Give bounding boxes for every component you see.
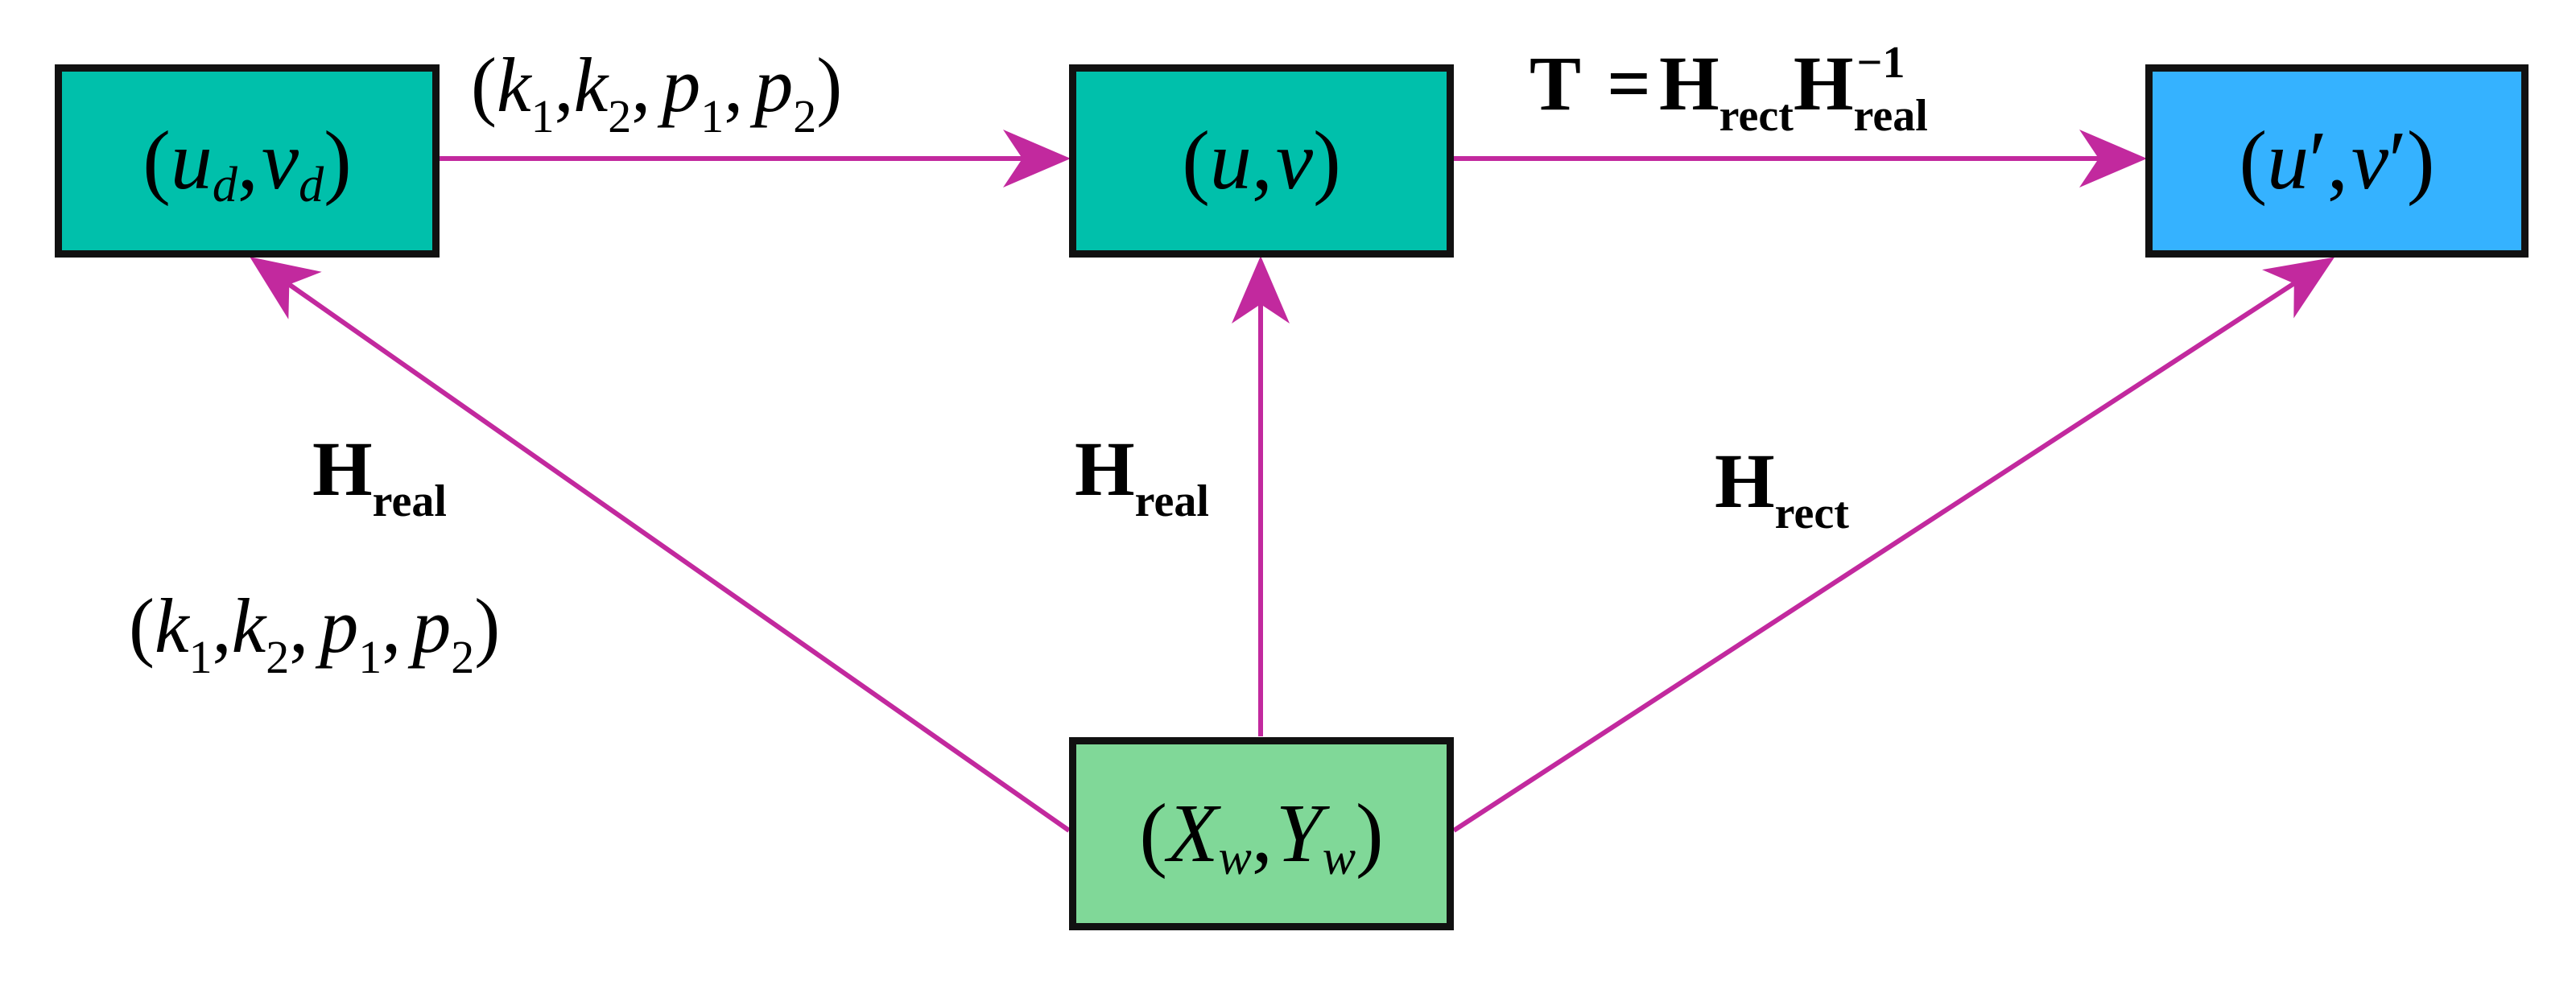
var-k: k bbox=[154, 583, 189, 669]
subscript-w: w bbox=[1322, 831, 1356, 885]
subscript-real: real bbox=[1853, 91, 1928, 141]
var-H: H bbox=[312, 426, 373, 512]
var-H: H bbox=[1715, 438, 1775, 524]
subscript-2: 2 bbox=[793, 90, 817, 142]
var-v: v bbox=[2351, 114, 2389, 207]
subscript-real: real bbox=[1134, 476, 1209, 526]
var-H: H bbox=[1659, 40, 1719, 126]
label-h-real-mid: Hreal bbox=[1075, 431, 1209, 525]
var-p: p bbox=[662, 42, 701, 128]
var-p: p bbox=[754, 42, 794, 128]
arrow-world-to-rectified bbox=[1452, 257, 2335, 833]
close-paren: ) bbox=[324, 114, 352, 207]
node-rectified-coords: ( u ′ , v ′ ) bbox=[2145, 64, 2529, 258]
var-T: T bbox=[1530, 40, 1580, 126]
close-paren: ) bbox=[816, 42, 843, 128]
comma: , bbox=[1251, 114, 1273, 207]
subscript-real: real bbox=[372, 476, 447, 526]
open-paren: ( bbox=[1139, 787, 1167, 880]
subscript-1: 1 bbox=[358, 631, 382, 683]
var-X: X bbox=[1166, 787, 1219, 880]
subscript-1: 1 bbox=[530, 90, 555, 142]
var-p: p bbox=[412, 583, 452, 669]
close-paren: ) bbox=[1356, 787, 1384, 880]
comma: , bbox=[382, 583, 402, 669]
prime-mark: ′ bbox=[2388, 114, 2407, 207]
comma: , bbox=[554, 42, 574, 128]
var-H: H bbox=[1793, 40, 1854, 126]
subscript-d: d bbox=[212, 158, 237, 212]
var-k: k bbox=[573, 42, 609, 128]
comma: , bbox=[724, 42, 744, 128]
subscript-w: w bbox=[1218, 831, 1252, 885]
var-Y: Y bbox=[1275, 787, 1323, 880]
node-undistorted-coords: ( u , v ) bbox=[1069, 64, 1454, 258]
label-distortion-params-top: (k1,k2,p1,p2) bbox=[471, 47, 842, 140]
comma: , bbox=[1251, 787, 1273, 880]
subscript-2: 2 bbox=[266, 631, 290, 683]
var-v: v bbox=[261, 114, 299, 207]
arrow-world-to-distorted bbox=[250, 257, 1071, 833]
var-k: k bbox=[496, 42, 531, 128]
node-distorted-coords: ( u d , v d ) bbox=[55, 64, 440, 258]
open-paren: ( bbox=[129, 583, 155, 669]
open-paren: ( bbox=[1182, 114, 1210, 207]
subscript-rect: rect bbox=[1719, 91, 1794, 141]
label-h-real-left: Hreal bbox=[312, 431, 447, 525]
var-p: p bbox=[320, 583, 359, 669]
comma: , bbox=[212, 583, 232, 669]
var-v: v bbox=[1275, 114, 1314, 207]
label-h-rect-right: Hrect bbox=[1715, 443, 1849, 537]
close-paren: ) bbox=[2406, 114, 2435, 207]
superscript-inverse: −1 bbox=[1856, 38, 1905, 88]
var-u: u bbox=[2267, 114, 2310, 207]
open-paren: ( bbox=[2239, 114, 2268, 207]
comma: , bbox=[631, 42, 651, 128]
var-k: k bbox=[231, 583, 266, 669]
var-u: u bbox=[1209, 114, 1252, 207]
subscript-d: d bbox=[299, 158, 324, 212]
equals-sign: = bbox=[1607, 40, 1651, 126]
comma: , bbox=[2326, 114, 2348, 207]
subscript-1: 1 bbox=[700, 90, 724, 142]
close-paren: ) bbox=[474, 583, 501, 669]
subscript-2: 2 bbox=[608, 90, 632, 142]
prime-mark: ′ bbox=[2309, 114, 2327, 207]
open-paren: ( bbox=[471, 42, 497, 128]
open-paren: ( bbox=[142, 114, 171, 207]
comma: , bbox=[237, 114, 258, 207]
var-H: H bbox=[1075, 426, 1135, 512]
comma: , bbox=[289, 583, 309, 669]
var-u: u bbox=[170, 114, 213, 207]
subscript-1: 1 bbox=[188, 631, 213, 683]
node-world-coords: ( X w , Y w ) bbox=[1069, 737, 1454, 930]
subscript-rect: rect bbox=[1774, 488, 1849, 538]
close-paren: ) bbox=[1313, 114, 1341, 207]
subscript-2: 2 bbox=[451, 631, 475, 683]
label-distortion-params-bottom: (k1,k2,p1,p2) bbox=[129, 587, 500, 681]
